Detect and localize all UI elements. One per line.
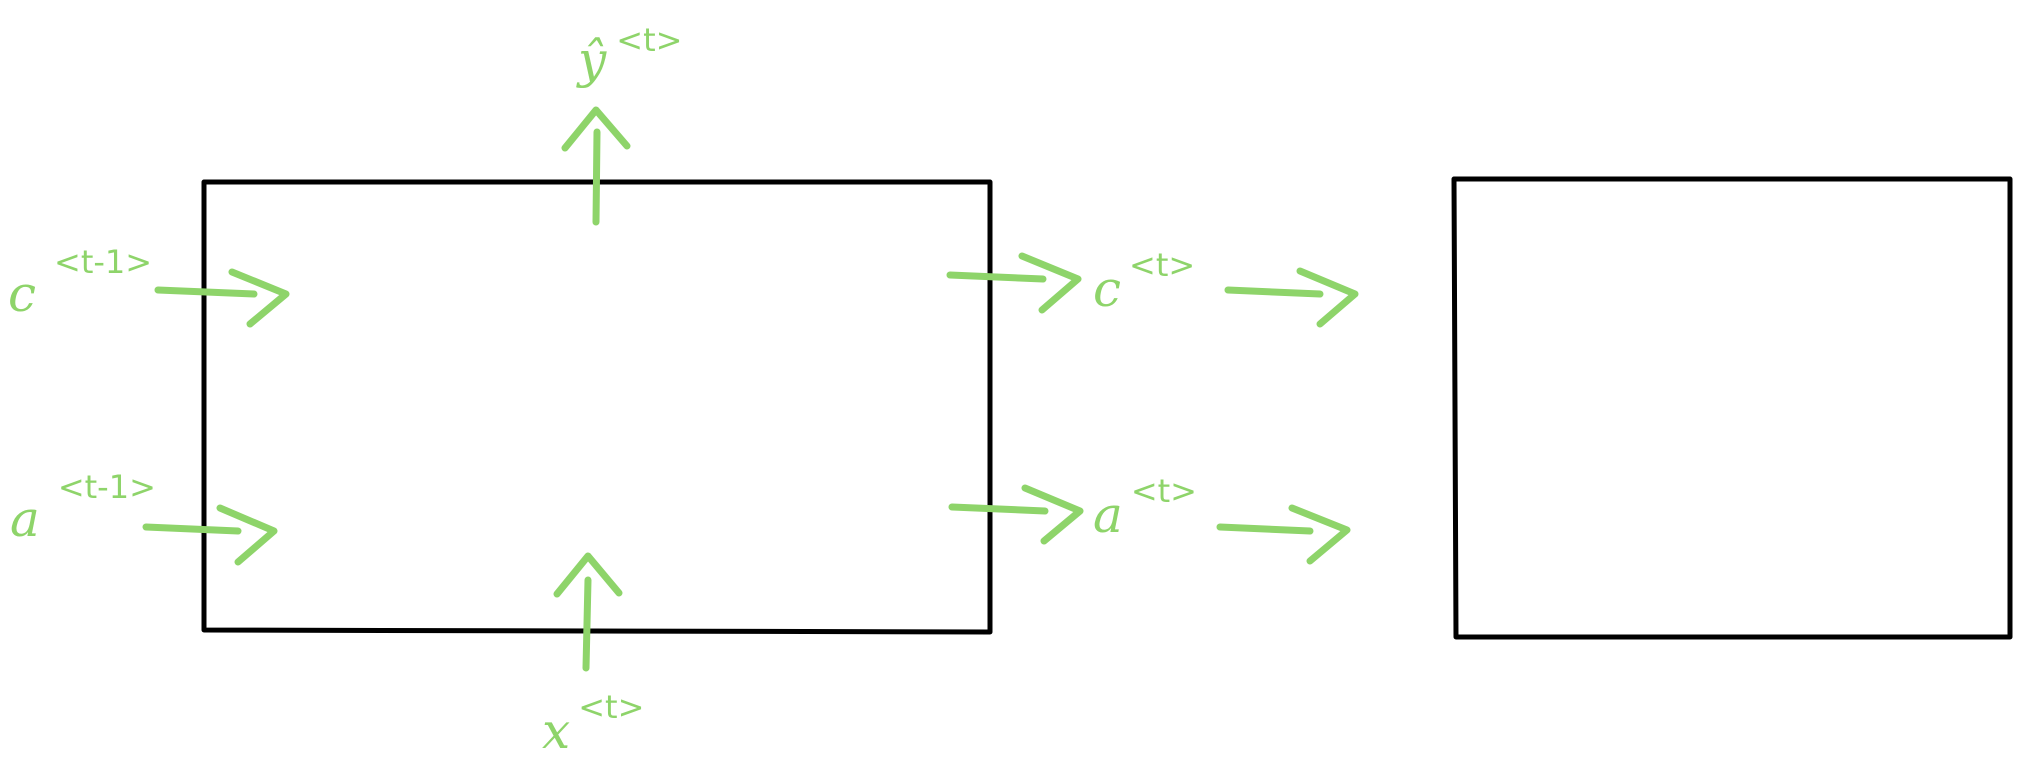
arrow-a-input: [142, 504, 278, 566]
arrow-x-input: [553, 552, 623, 672]
cell-box-next: [1451, 176, 2013, 640]
cell-box-current: [201, 179, 993, 635]
label-y-hat: ŷ<t>: [576, 21, 682, 89]
label-c-prev: c<t-1>: [8, 243, 152, 323]
arrow-y-output: [561, 106, 631, 226]
arrow-c-input: [154, 268, 290, 328]
label-a-prev: a<t-1>: [10, 468, 156, 548]
label-x-input: x<t>: [542, 688, 644, 760]
arrow-c-output: [946, 252, 1082, 314]
arrows-group: [142, 106, 1359, 672]
arrow-c-next: [1224, 267, 1359, 328]
arrow-a-next: [1216, 504, 1351, 565]
arrow-a-output: [948, 484, 1084, 545]
label-a-current: a<t>: [1093, 472, 1197, 544]
label-c-current: c<t>: [1093, 246, 1195, 318]
